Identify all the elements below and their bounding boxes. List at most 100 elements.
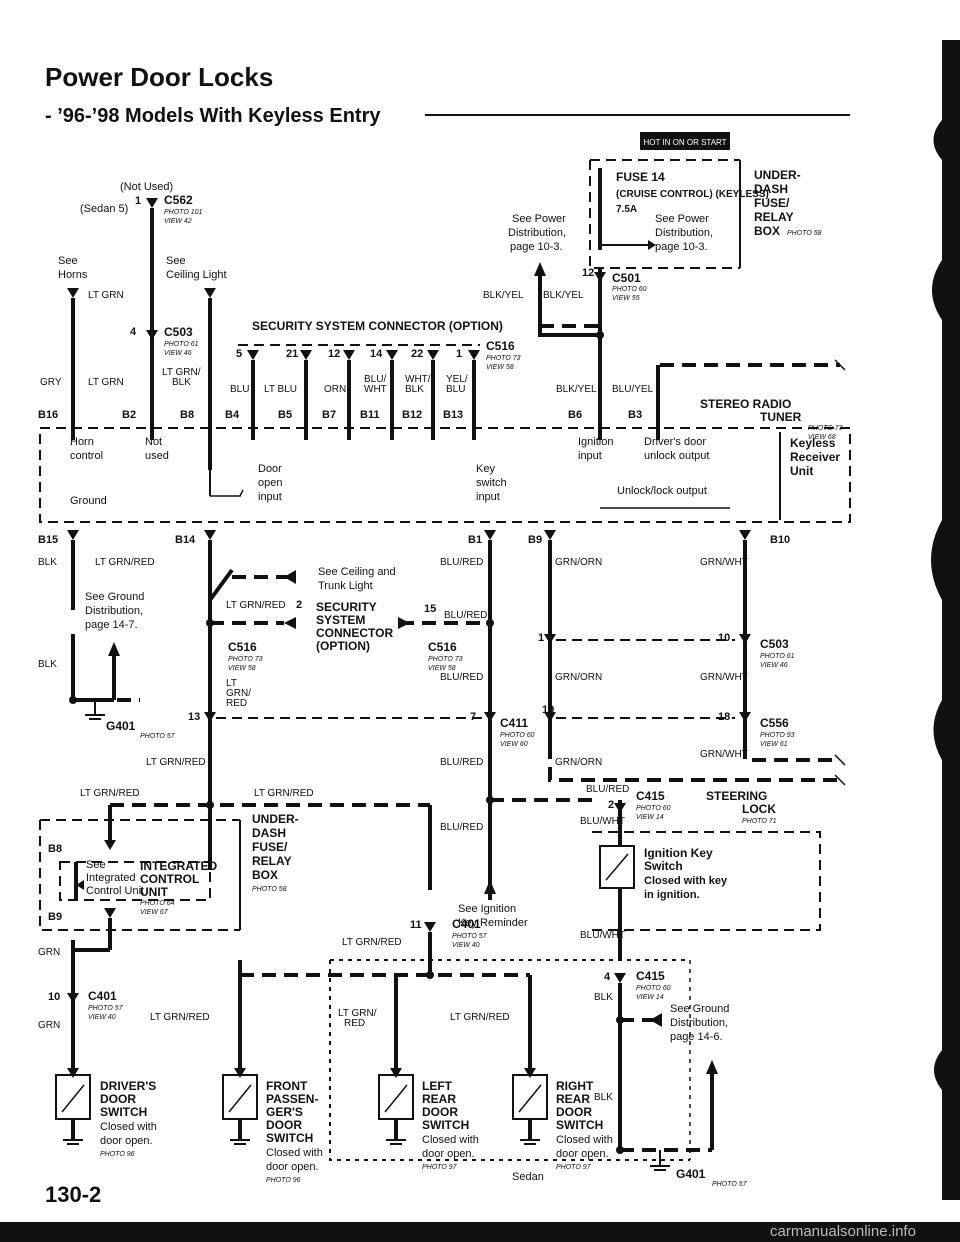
svg-text:FRONT: FRONT xyxy=(266,1079,308,1093)
svg-text:Distribution,: Distribution, xyxy=(670,1017,728,1029)
svg-text:control: control xyxy=(70,450,103,462)
svg-text:13: 13 xyxy=(188,711,200,723)
svg-text:Distribution,: Distribution, xyxy=(85,605,143,617)
svg-text:Closed with: Closed with xyxy=(556,1134,613,1146)
c501-label: C501 xyxy=(612,271,641,285)
svg-text:VIEW 40: VIEW 40 xyxy=(452,942,480,949)
c415-a-label: C415 xyxy=(636,789,665,803)
svg-text:SWITCH: SWITCH xyxy=(266,1131,313,1145)
svg-text:PHOTO 64: PHOTO 64 xyxy=(140,900,175,907)
svg-text:1: 1 xyxy=(538,632,544,644)
svg-text:GRN/WHT: GRN/WHT xyxy=(700,749,748,760)
svg-text:LT GRN/RED: LT GRN/RED xyxy=(254,788,314,799)
integrated-control-unit: UNDER- DASH FUSE/ RELAY BOX PHOTO 58 B8 … xyxy=(39,812,299,940)
svg-text:VIEW 14: VIEW 14 xyxy=(636,994,664,1001)
svg-text:B5: B5 xyxy=(278,409,292,421)
svg-text:B7: B7 xyxy=(322,409,336,421)
svg-text:LT GRN/RED: LT GRN/RED xyxy=(226,600,286,611)
svg-text:BLU/RED: BLU/RED xyxy=(440,757,483,768)
svg-text:BLK: BLK xyxy=(38,557,57,568)
svg-text:15: 15 xyxy=(424,603,436,615)
svg-text:Control Unit: Control Unit xyxy=(86,885,144,897)
svg-text:Unlock/lock output: Unlock/lock output xyxy=(617,485,707,497)
svg-text:PHOTO 73: PHOTO 73 xyxy=(428,656,463,663)
svg-text:B6: B6 xyxy=(568,409,582,421)
svg-text:VIEW 61: VIEW 61 xyxy=(760,741,788,748)
svg-text:Trunk Light: Trunk Light xyxy=(318,580,373,592)
svg-text:5: 5 xyxy=(236,348,242,360)
svg-text:in ignition.: in ignition. xyxy=(644,889,700,901)
keyless-receiver-unit: Horn control Not used Ground Door open i… xyxy=(39,395,851,523)
c556-label: C556 xyxy=(760,716,789,730)
svg-text:LT GRN/RED: LT GRN/RED xyxy=(146,757,206,768)
ufrb-top-1: UNDER- xyxy=(754,168,801,182)
svg-text:See: See xyxy=(58,255,78,267)
svg-text:Closed with: Closed with xyxy=(422,1134,479,1146)
svg-text:door open.: door open. xyxy=(100,1135,153,1147)
svg-text:B1: B1 xyxy=(468,534,482,546)
svg-text:VIEW 60: VIEW 60 xyxy=(500,741,528,748)
svg-text:B2: B2 xyxy=(122,409,136,421)
svg-text:open: open xyxy=(258,477,282,489)
security-connector-title: SECURITY SYSTEM CONNECTOR (OPTION) xyxy=(252,319,503,333)
svg-text:REAR: REAR xyxy=(556,1092,590,1106)
svg-text:BLU/WHT: BLU/WHT xyxy=(580,816,625,827)
svg-text:B13: B13 xyxy=(443,409,463,421)
c401-b-label: C401 xyxy=(88,989,117,1003)
svg-text:VIEW 68: VIEW 68 xyxy=(808,434,836,441)
svg-text:UNIT: UNIT xyxy=(140,885,169,899)
svg-text:VIEW 14: VIEW 14 xyxy=(636,814,664,821)
svg-text:PHOTO 60: PHOTO 60 xyxy=(636,985,671,992)
svg-text:door open.: door open. xyxy=(422,1148,475,1160)
g401-a-label: G401 xyxy=(106,719,136,733)
svg-text:B8: B8 xyxy=(180,409,194,421)
svg-text:Not: Not xyxy=(145,436,162,448)
svg-text:BLK: BLK xyxy=(38,659,57,670)
svg-text:SECURITY: SECURITY xyxy=(316,600,377,614)
svg-text:10: 10 xyxy=(48,991,60,1003)
svg-text:GRN: GRN xyxy=(38,947,60,958)
svg-text:BLU/: BLU/ xyxy=(364,374,386,385)
page-number: 130-2 xyxy=(45,1182,101,1207)
svg-text:See Ground: See Ground xyxy=(670,1003,729,1015)
svg-text:GRY: GRY xyxy=(40,377,62,388)
svg-text:21: 21 xyxy=(286,348,298,360)
svg-text:page 14-7.: page 14-7. xyxy=(85,619,138,631)
hot-badge xyxy=(640,132,730,150)
svg-text:door open.: door open. xyxy=(556,1148,609,1160)
fuse-see-power-2: Distribution, xyxy=(655,227,713,239)
c516-a-label: C516 xyxy=(228,640,257,654)
svg-text:SWITCH: SWITCH xyxy=(556,1118,603,1132)
svg-text:Closed with: Closed with xyxy=(266,1147,323,1159)
svg-text:Horns: Horns xyxy=(58,269,88,281)
svg-text:BLU/RED: BLU/RED xyxy=(444,610,487,621)
svg-text:12: 12 xyxy=(328,348,340,360)
svg-text:PHOTO 97: PHOTO 97 xyxy=(422,1164,458,1171)
svg-text:switch: switch xyxy=(476,477,507,489)
svg-text:PHOTO 58: PHOTO 58 xyxy=(252,886,287,893)
svg-text:Keyless: Keyless xyxy=(790,436,836,450)
svg-text:12: 12 xyxy=(582,267,594,279)
svg-text:BLK: BLK xyxy=(405,384,424,395)
svg-text:B14: B14 xyxy=(175,534,196,546)
svg-text:DRIVER'S: DRIVER'S xyxy=(100,1079,156,1093)
svg-text:See Ignition: See Ignition xyxy=(458,903,516,915)
left-see-power-2: Distribution, xyxy=(508,227,566,239)
svg-text:1: 1 xyxy=(456,348,462,360)
svg-text:VIEW 42: VIEW 42 xyxy=(164,218,192,225)
svg-text:PHOTO 97: PHOTO 97 xyxy=(556,1164,592,1171)
svg-text:PHOTO 96: PHOTO 96 xyxy=(100,1151,135,1158)
page-title: Power Door Locks xyxy=(45,62,273,92)
ufrb-top-2: DASH xyxy=(754,182,788,196)
svg-text:Key Reminder: Key Reminder xyxy=(458,917,528,929)
svg-text:BLU/RED: BLU/RED xyxy=(440,672,483,683)
svg-text:RED: RED xyxy=(344,1018,365,1029)
svg-text:Unit: Unit xyxy=(790,464,813,478)
svg-text:B9: B9 xyxy=(528,534,542,546)
svg-text:LT: LT xyxy=(226,678,237,689)
svg-text:2: 2 xyxy=(296,599,302,611)
svg-text:LT GRN: LT GRN xyxy=(88,377,124,388)
svg-text:DOOR: DOOR xyxy=(100,1092,136,1106)
svg-text:BLK: BLK xyxy=(594,992,613,1003)
svg-text:BOX: BOX xyxy=(252,868,278,882)
